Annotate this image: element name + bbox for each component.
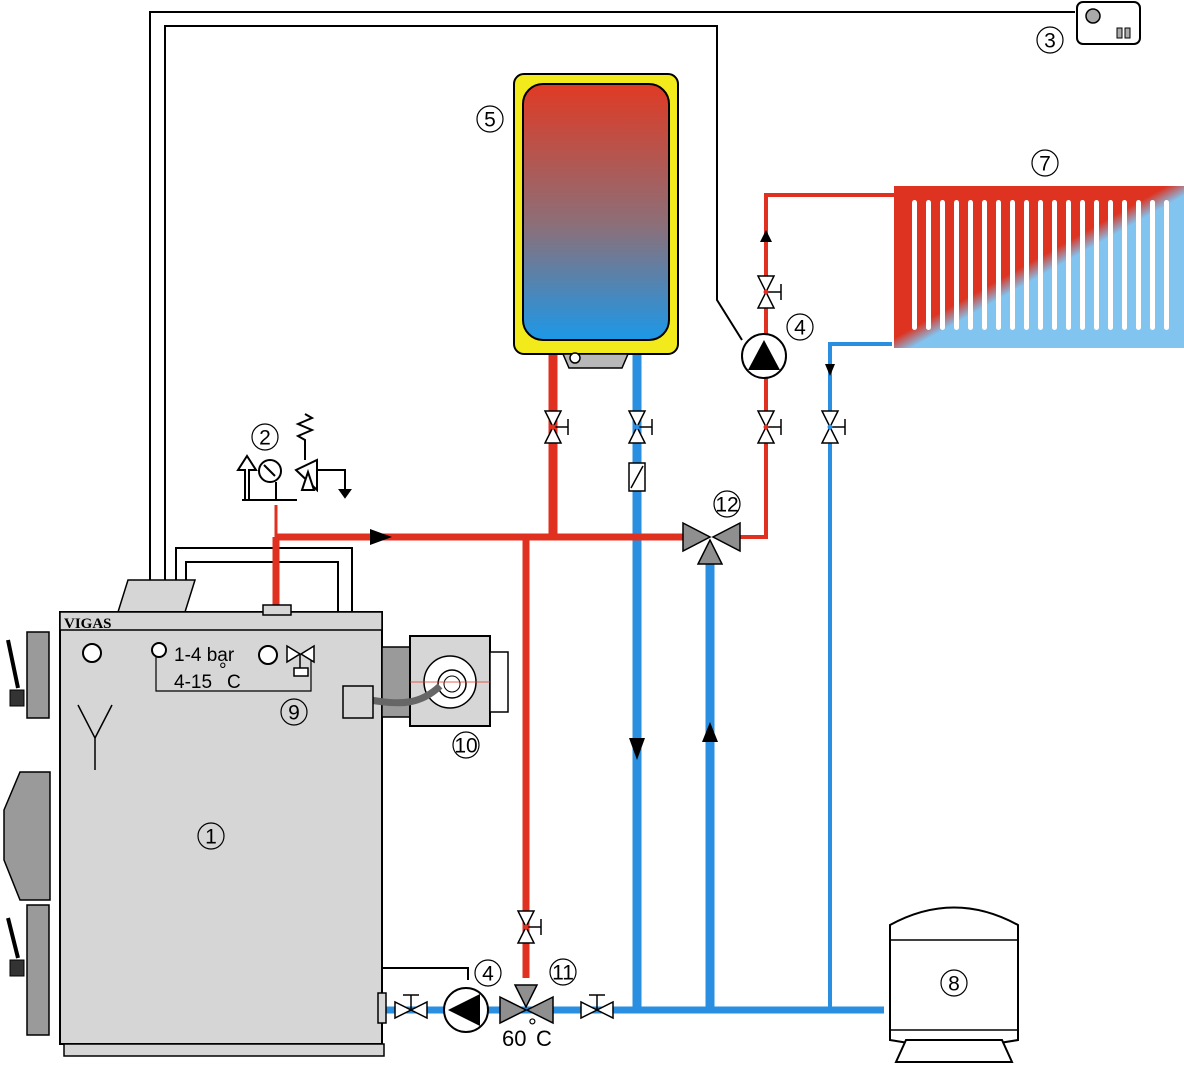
- radiator-fin: [1136, 200, 1141, 330]
- radiator-fin: [1052, 200, 1057, 330]
- hot-water-cylinder: [513, 73, 679, 369]
- pump-top: [741, 333, 787, 379]
- marker-expansion-tank: 8: [940, 969, 968, 997]
- mixing-valve-12: [682, 521, 741, 565]
- shutoff-valve: [543, 410, 569, 444]
- marker-burner: 10: [452, 731, 480, 759]
- radiator-fin: [912, 200, 917, 330]
- shutoff-valve: [820, 410, 846, 444]
- mixing-valve-11: [499, 984, 554, 1025]
- shutoff-valve: [580, 994, 614, 1020]
- svg-text:5: 5: [484, 109, 496, 132]
- shutoff-valve: [627, 410, 653, 444]
- radiator-fin: [1024, 200, 1029, 330]
- radiator-fin: [1066, 200, 1071, 330]
- check-valve: [628, 462, 646, 492]
- radiator-fin: [996, 200, 1001, 330]
- radiator-fin: [1010, 200, 1015, 330]
- temp-range-degree: °: [219, 660, 227, 681]
- radiator-fin: [1108, 200, 1113, 330]
- room-thermostat: [1076, 1, 1141, 45]
- mixing-valve-setpoint: 60 ° C: [502, 1014, 552, 1051]
- pressure-range: 1-4 bar: [174, 645, 235, 666]
- temp-range: 4-15: [174, 672, 212, 693]
- radiator-fin: [968, 200, 973, 330]
- radiator-fin: [1038, 200, 1043, 330]
- marker-thermostat: 3: [1036, 26, 1064, 54]
- radiator-fin: [926, 200, 931, 330]
- expansion-tank: [889, 906, 1019, 1063]
- marker-boiler: 1: [197, 822, 225, 850]
- marker-safety-group: 2: [251, 423, 279, 451]
- radiator-fin: [1122, 200, 1127, 330]
- radiator-fin: [1164, 200, 1169, 330]
- radiator-fin: [982, 200, 987, 330]
- shutoff-valve: [756, 275, 782, 309]
- radiator-fin: [954, 200, 959, 330]
- shutoff-valve: [394, 994, 428, 1020]
- svg-text:7: 7: [1039, 153, 1051, 176]
- shutoff-valves: [394, 275, 846, 1020]
- marker-valve-11: 11: [549, 958, 577, 986]
- thermal-valve: [286, 644, 315, 677]
- burner: [342, 635, 509, 727]
- radiator-fin: [1150, 200, 1155, 330]
- brand-label: VIGAS: [64, 616, 112, 632]
- shutoff-valve: [756, 410, 782, 444]
- svg-text:4: 4: [482, 963, 494, 986]
- boiler: VIGAS 1-4 bar 4-15 ° C: [3, 579, 387, 1057]
- svg-text:10: 10: [454, 735, 477, 758]
- safety-group: [236, 413, 352, 501]
- svg-text:2: 2: [259, 427, 271, 450]
- svg-text:3: 3: [1044, 30, 1056, 53]
- svg-text:11: 11: [552, 962, 574, 985]
- setpoint-unit: C: [536, 1026, 552, 1051]
- marker-water-heater: 5: [476, 105, 504, 133]
- svg-text:8: 8: [948, 973, 960, 996]
- marker-thermal-valve: 9: [280, 698, 308, 726]
- svg-text:4: 4: [794, 317, 806, 340]
- radiator-fin: [1080, 200, 1085, 330]
- marker-valve-12: 12: [713, 490, 741, 518]
- pump-bottom: [443, 987, 489, 1033]
- marker-radiator: 7: [1031, 149, 1059, 177]
- shutoff-valve: [516, 910, 542, 944]
- setpoint-value: 60: [502, 1026, 526, 1051]
- svg-text:12: 12: [715, 494, 738, 517]
- hot-water-pipes: [90, 193, 895, 978]
- radiator-fin: [940, 200, 945, 330]
- radiator-fin: [1094, 200, 1099, 330]
- flow-arrows: [370, 230, 835, 760]
- radiator: [894, 186, 1184, 348]
- svg-text:9: 9: [288, 702, 300, 725]
- setpoint-degree: °: [528, 1014, 537, 1039]
- marker-pump-top: 4: [786, 313, 814, 341]
- svg-text:1: 1: [205, 826, 217, 849]
- marker-pump-bottom: 4: [474, 959, 502, 987]
- temp-range-unit: C: [227, 672, 241, 693]
